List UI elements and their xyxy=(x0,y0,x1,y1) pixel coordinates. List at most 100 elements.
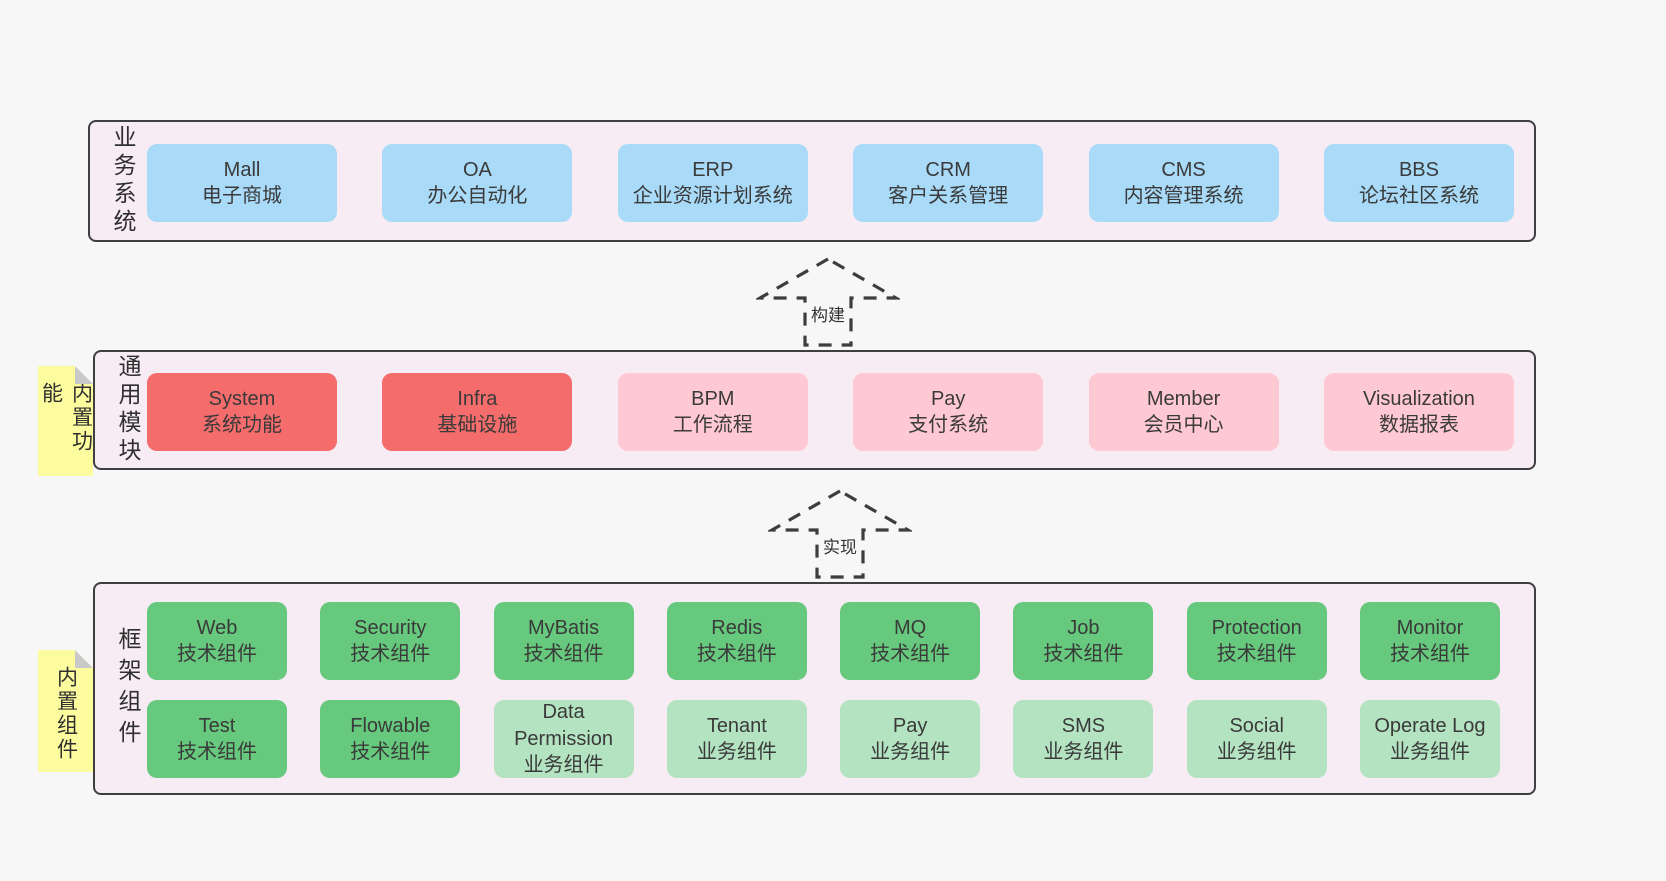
common-modules-row: System 系统功能 Infra 基础设施 BPM 工作流程 Pay 支付系统… xyxy=(95,373,1534,451)
box-security: Security 技术组件 xyxy=(320,602,461,680)
implement-arrow-label: 实现 xyxy=(820,532,860,559)
box-subtitle: 内容管理系统 xyxy=(1123,185,1244,207)
box-tenant: Tenant 业务组件 xyxy=(666,700,807,778)
box-title: CMS xyxy=(1161,158,1206,181)
box-subtitle: 企业资源计划系统 xyxy=(632,185,793,207)
box-cms: CMS 内容管理系统 xyxy=(1088,144,1279,222)
box-pay-component: Pay 业务组件 xyxy=(840,700,981,778)
sticky-note-builtin-components: 内置组件 xyxy=(38,650,93,772)
common-modules-panel: 通用模块 System 系统功能 Infra 基础设施 BPM 工作流程 Pay… xyxy=(93,350,1536,470)
up-arrow-icon xyxy=(756,257,900,347)
box-subtitle: 基础设施 xyxy=(437,414,518,436)
box-subtitle: 业务组件 xyxy=(696,741,777,763)
business-systems-panel: 业务系统 Mall 电子商城 OA 办公自动化 ERP 企业资源计划系统 CRM… xyxy=(88,120,1536,242)
box-title: ERP xyxy=(692,158,734,181)
box-title: Web xyxy=(196,616,238,639)
box-protection: Protection 技术组件 xyxy=(1186,602,1327,680)
framework-components-panel: 框架组件 Web 技术组件 Security 技术组件 MyBatis 技术组件… xyxy=(93,582,1536,795)
biz-components-row: Test 技术组件 Flowable 技术组件 Data Permission … xyxy=(95,700,1534,778)
box-flowable: Flowable 技术组件 xyxy=(320,700,461,778)
box-title: Job xyxy=(1067,616,1100,639)
box-subtitle: 业务组件 xyxy=(1043,741,1124,763)
box-subtitle: 技术组件 xyxy=(1043,643,1124,665)
box-bbs: BBS 论坛社区系统 xyxy=(1323,144,1514,222)
box-data-permission: Data Permission 业务组件 xyxy=(493,700,634,778)
box-subtitle: 论坛社区系统 xyxy=(1358,185,1479,207)
box-pay-system: Pay 支付系统 xyxy=(853,373,1044,451)
box-title: Flowable xyxy=(350,714,431,737)
box-subtitle: 数据报表 xyxy=(1378,414,1459,436)
box-subtitle: 技术组件 xyxy=(177,643,257,665)
box-bpm: BPM 工作流程 xyxy=(617,373,808,451)
box-operate-log: Operate Log 业务组件 xyxy=(1359,700,1500,778)
box-title: Member xyxy=(1146,387,1221,410)
box-web: Web 技术组件 xyxy=(147,602,287,680)
box-subtitle: 技术组件 xyxy=(523,643,604,665)
box-subtitle: 技术组件 xyxy=(177,741,257,763)
box-subtitle: 技术组件 xyxy=(1216,643,1297,665)
box-subtitle: 办公自动化 xyxy=(427,185,528,207)
box-title: Infra xyxy=(457,387,498,410)
business-systems-label: 业务系统 xyxy=(110,125,136,237)
box-title: Mall xyxy=(223,158,261,181)
box-mq: MQ 技术组件 xyxy=(840,602,981,680)
box-subtitle: 技术组件 xyxy=(1389,643,1470,665)
box-title: Visualization xyxy=(1362,387,1475,410)
box-title: Pay xyxy=(930,387,966,410)
box-title: SMS xyxy=(1061,714,1106,737)
box-monitor: Monitor 技术组件 xyxy=(1359,602,1500,680)
box-title: Redis xyxy=(711,616,763,639)
tech-components-row: Web 技术组件 Security 技术组件 MyBatis 技术组件 Redi… xyxy=(95,602,1534,680)
box-subtitle: 业务组件 xyxy=(1216,741,1297,763)
box-title: Tenant xyxy=(706,714,767,737)
box-member: Member 会员中心 xyxy=(1088,373,1279,451)
box-subtitle: 技术组件 xyxy=(350,741,431,763)
box-subtitle: 会员中心 xyxy=(1143,414,1224,436)
box-subtitle: 技术组件 xyxy=(696,643,777,665)
box-subtitle: 电子商城 xyxy=(202,185,282,207)
box-subtitle: 业务组件 xyxy=(523,754,604,777)
box-title: OA xyxy=(462,158,492,181)
build-arrow: 构建 xyxy=(756,256,900,348)
box-title: BBS xyxy=(1398,158,1439,181)
box-subtitle: 系统功能 xyxy=(202,414,282,436)
box-subtitle: 工作流程 xyxy=(672,414,753,436)
box-title: Social xyxy=(1229,714,1284,737)
box-title: BPM xyxy=(691,387,735,410)
build-arrow-label: 构建 xyxy=(808,300,848,327)
box-title: Operate Log xyxy=(1374,714,1486,737)
box-title: CRM xyxy=(925,158,971,181)
box-system: System 系统功能 xyxy=(147,373,337,451)
box-subtitle: 业务组件 xyxy=(870,741,951,763)
box-title: Data Permission xyxy=(514,701,614,750)
box-title: Monitor xyxy=(1396,616,1464,639)
box-subtitle: 业务组件 xyxy=(1389,741,1470,763)
framework-components-rows: Web 技术组件 Security 技术组件 MyBatis 技术组件 Redi… xyxy=(95,602,1534,778)
box-subtitle: 支付系统 xyxy=(908,414,989,436)
box-title: Protection xyxy=(1211,616,1302,639)
box-visualization: Visualization 数据报表 xyxy=(1323,373,1514,451)
box-subtitle: 技术组件 xyxy=(350,643,431,665)
box-test: Test 技术组件 xyxy=(147,700,287,778)
box-title: MQ xyxy=(894,616,927,639)
box-redis: Redis 技术组件 xyxy=(666,602,807,680)
implement-arrow: 实现 xyxy=(768,488,912,580)
box-title: System xyxy=(208,387,276,410)
sticky-note-builtin-features: 内置功能 xyxy=(38,366,93,476)
box-title: Security xyxy=(354,616,427,639)
folded-corner-icon xyxy=(75,366,93,384)
box-mybatis: MyBatis 技术组件 xyxy=(493,602,634,680)
box-mall: Mall 电子商城 xyxy=(147,144,337,222)
common-modules-label: 通用模块 xyxy=(115,354,141,466)
framework-components-label: 框架组件 xyxy=(115,626,141,751)
box-job: Job 技术组件 xyxy=(1013,602,1154,680)
box-title: Test xyxy=(198,714,236,737)
box-erp: ERP 企业资源计划系统 xyxy=(617,144,808,222)
business-systems-row: Mall 电子商城 OA 办公自动化 ERP 企业资源计划系统 CRM 客户关系… xyxy=(90,144,1534,222)
box-social: Social 业务组件 xyxy=(1186,700,1327,778)
box-subtitle: 客户关系管理 xyxy=(888,185,1009,207)
up-arrow-icon xyxy=(768,489,912,579)
sticky-note-text: 内置功能 xyxy=(39,382,93,454)
box-infra: Infra 基础设施 xyxy=(382,373,573,451)
